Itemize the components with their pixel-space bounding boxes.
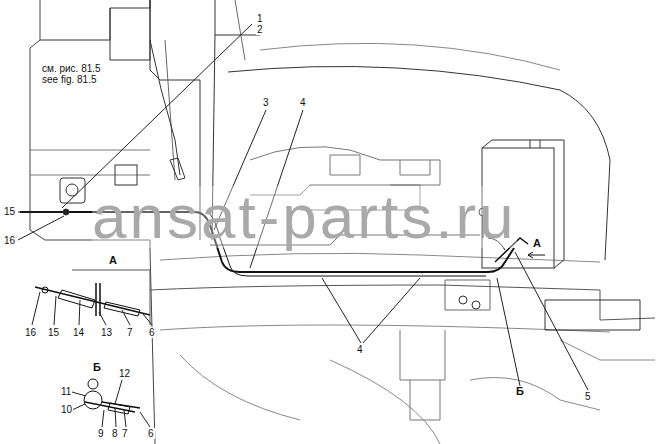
callout-number: 12 [118, 368, 131, 379]
callout-number: 16 [24, 327, 37, 338]
callout-number: 7 [126, 327, 134, 338]
callout-number: 14 [72, 327, 85, 338]
callout-number: 16 [3, 235, 16, 246]
view-label: Б [92, 362, 102, 373]
view-label: А [108, 255, 118, 266]
callout-number: 15 [47, 327, 60, 338]
callout-number: 3 [262, 97, 270, 108]
callout-number: 8 [111, 428, 119, 439]
reference-note: see fig. 81.5 [41, 74, 97, 85]
callout-number: 6 [147, 428, 155, 439]
callout-number: 4 [299, 97, 307, 108]
callout-number: 7 [121, 428, 129, 439]
view-label: А [532, 238, 542, 249]
view-label: Б [515, 386, 525, 397]
callout-number: 2 [256, 24, 264, 35]
callout-number: 6 [148, 327, 156, 338]
callout-number: 1 [256, 13, 264, 24]
callout-number: 11 [60, 386, 72, 397]
callout-number: 10 [60, 404, 73, 415]
callout-number: 15 [3, 206, 16, 217]
watermark: ansat-parts.ru [92, 186, 517, 248]
callout-number: 4 [356, 344, 364, 355]
callout-number: 9 [97, 428, 105, 439]
reference-note: см. рис. 81.5 [41, 63, 102, 74]
callout-number: 5 [584, 391, 592, 402]
callout-number: 13 [100, 327, 113, 338]
